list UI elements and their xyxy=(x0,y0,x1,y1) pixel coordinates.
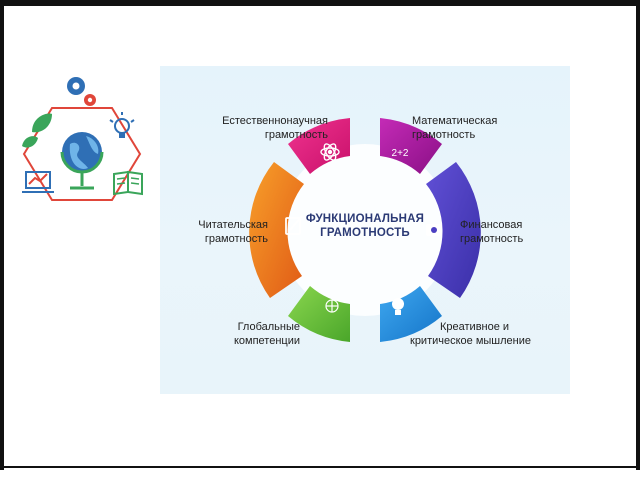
bottom-border xyxy=(0,466,640,468)
label-reading-line1: Читательская xyxy=(198,219,268,231)
top-border xyxy=(0,0,640,6)
label-math: Математическая грамотность xyxy=(412,114,532,142)
center-title-line2: ГРАМОТНОСТЬ xyxy=(320,227,410,239)
chart-icon xyxy=(22,171,54,193)
functional-literacy-infographic: 2+2 ФУНКЦИОНАЛЬНАЯ ГРАМОТНОСТЬ xyxy=(160,66,570,394)
center-title-line1: ФУНКЦИОНАЛЬНАЯ xyxy=(305,213,425,225)
label-creative-line2: критическое мышление xyxy=(410,335,531,347)
label-creative: Креативное и критическое мышление xyxy=(410,320,560,348)
label-global-line1: Глобальные xyxy=(237,321,300,333)
label-science-line1: Естественнонаучная xyxy=(222,115,328,127)
globe-network-icon xyxy=(325,299,339,313)
left-border xyxy=(0,0,4,470)
label-finance: Финансовая грамотность xyxy=(460,218,560,246)
center-title: ФУНКЦИОНАЛЬНАЯ ГРАМОТНОСТЬ xyxy=(290,212,440,240)
segment-finance xyxy=(426,162,481,298)
label-finance-line2: грамотность xyxy=(460,233,524,245)
label-math-line1: Математическая xyxy=(412,115,498,127)
label-math-line2: грамотность xyxy=(412,129,476,141)
label-global: Глобальные компетенции xyxy=(196,320,300,348)
segment-science xyxy=(288,118,350,174)
lightbulb-icon xyxy=(109,112,135,138)
leaf-icon xyxy=(22,113,52,148)
logo-hexagon xyxy=(22,107,142,201)
gears-icon xyxy=(67,77,96,106)
segment-math xyxy=(380,118,442,174)
label-science: Естественнонаучная грамотность xyxy=(200,114,328,142)
segments-ring: 2+2 xyxy=(249,118,481,342)
segment-global xyxy=(288,286,350,342)
book-icon xyxy=(113,170,143,196)
label-science-line2: грамотность xyxy=(264,129,328,141)
right-border xyxy=(636,0,640,470)
globe-icon xyxy=(60,132,104,190)
label-finance-line1: Финансовая xyxy=(460,219,523,231)
label-global-line2: компетенции xyxy=(233,335,300,347)
label-creative-line1: Креативное и xyxy=(440,321,510,333)
math-icon: 2+2 xyxy=(392,148,409,159)
lightbulb-segment-icon xyxy=(392,298,404,315)
label-reading-line2: грамотность xyxy=(204,233,268,245)
pencil-note-icon xyxy=(285,215,303,235)
education-logo xyxy=(22,77,143,201)
label-reading: Читательская грамотность xyxy=(168,218,268,246)
segment-creative xyxy=(380,286,442,342)
money-icon xyxy=(426,224,442,236)
segment-reading xyxy=(249,162,304,298)
atom-icon xyxy=(320,143,340,161)
center-disc xyxy=(279,144,451,316)
